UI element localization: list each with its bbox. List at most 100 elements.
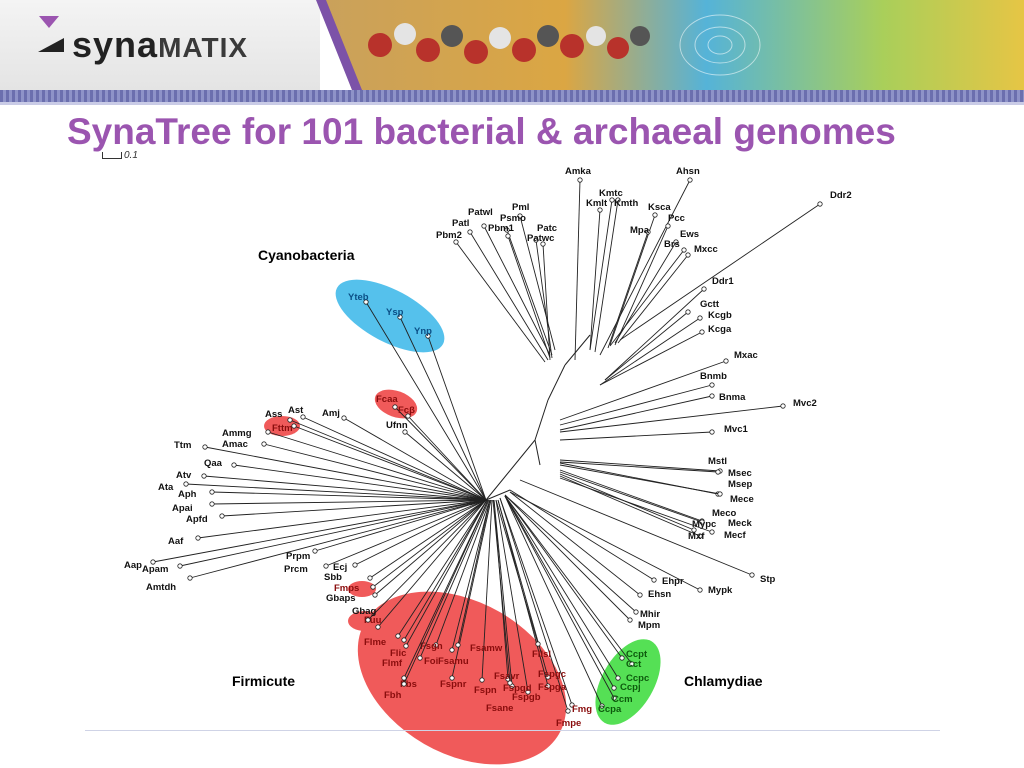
leaf-node-patwl xyxy=(481,223,487,229)
leaf-branch-fsamu xyxy=(451,499,491,651)
leaf-label-apfd: Apfd xyxy=(186,514,208,525)
cyanobacteria-ellipse xyxy=(335,279,445,353)
leaf-branch-prpm xyxy=(314,499,487,552)
leaf-branch-msec xyxy=(559,461,719,473)
leaf-node-foi xyxy=(417,655,423,661)
leaf-label-amj: Amj xyxy=(322,408,340,419)
leaf-branch-ynp xyxy=(427,335,487,501)
leaf-label-fsavr: Fsavr xyxy=(494,671,520,682)
leaf-branch-kcgb xyxy=(599,317,701,386)
molecule-chain xyxy=(368,23,650,64)
leaf-node-fttm xyxy=(291,423,297,429)
leaf-branch-amj xyxy=(343,417,487,501)
leaf-label-ynp: Ynp xyxy=(414,326,432,337)
leaf-node-flmf xyxy=(403,643,409,649)
leaf-label-pbm1: Pbm1 xyxy=(488,223,515,234)
leaf-label-kmtc: Kmtc xyxy=(599,188,623,199)
leaf-node-ehsn xyxy=(637,592,643,598)
leaf-label-msep: Msep xyxy=(728,479,752,490)
leaf-branch-bnmb xyxy=(559,384,713,426)
leaf-branch-flme xyxy=(397,499,488,637)
leaf-label-sbb: Sbb xyxy=(324,572,342,583)
leaf-branch-fbh xyxy=(403,499,489,685)
leaf-branch-mvc1 xyxy=(559,431,713,441)
leaf-node-ynp xyxy=(425,333,431,339)
firmicute-ellipse xyxy=(357,591,567,765)
leaf-node-fsane xyxy=(507,680,513,686)
leaf-branch-apam xyxy=(179,499,487,567)
leaf-label-fllsl: Fllsl xyxy=(532,649,551,660)
leaf-branch-fmg xyxy=(499,497,573,706)
leaf-node-patwc xyxy=(540,241,546,247)
leaf-node-atv xyxy=(201,473,207,479)
leaf-branch-ddr2 xyxy=(619,203,821,341)
leaf-branch-fmpe xyxy=(499,497,569,712)
leaf-node-fmpe xyxy=(565,708,571,714)
leaf-branch-apai xyxy=(211,499,487,505)
leaf-branch-gctt xyxy=(604,311,689,381)
leaf-node-fbs xyxy=(401,675,407,681)
leaf-branch-fmps xyxy=(372,499,487,588)
leaf-node-gctt xyxy=(685,309,691,315)
leaf-branch-kmtc xyxy=(589,199,613,351)
chlamydiae-ellipse xyxy=(595,639,661,725)
leaf-branch-fttm xyxy=(293,425,487,501)
leaf-label-ccpj: Ccpj xyxy=(620,682,641,693)
leaf-node-mxcc xyxy=(685,252,691,258)
leaf-node-psmo xyxy=(504,227,510,233)
leaf-node-fmg xyxy=(569,702,575,708)
leaf-node-mypk xyxy=(697,587,703,593)
leaf-branch-aaf xyxy=(197,499,487,539)
leaf-label-fuu: Fuu xyxy=(364,615,382,626)
leaf-node-fspgb xyxy=(525,689,531,695)
leaf-node-prcm xyxy=(323,563,329,569)
leaf-label-ddr1: Ddr1 xyxy=(712,276,734,287)
leaf-label-ysp: Ysp xyxy=(386,307,404,318)
leaf-node-amj xyxy=(341,415,347,421)
leaf-label-flmf: Flmf xyxy=(382,658,403,669)
leaf-branch-ksca xyxy=(609,214,656,346)
leaf-label-aph: Aph xyxy=(178,489,197,500)
leaf-label-fsamw: Fsamw xyxy=(470,643,503,654)
leaf-node-aaf xyxy=(195,535,201,541)
leaf-node-gbag xyxy=(365,617,371,623)
leaf-node-fsamw xyxy=(455,642,461,648)
leaf-node-amka xyxy=(577,177,583,183)
tree-branch xyxy=(534,439,541,466)
leaf-branch-prcm xyxy=(325,499,487,567)
synamatix-logo-icon xyxy=(38,16,64,52)
leaf-label-mxcc: Mxcc xyxy=(694,244,718,255)
leaf-branch-brs xyxy=(609,249,685,347)
fcaa-ellipse xyxy=(374,389,418,419)
leaf-branch-kmlt xyxy=(589,209,601,351)
leaf-node-fbh xyxy=(401,681,407,687)
leaf-branch-mpa xyxy=(607,231,649,349)
leaf-label-fbh: Fbh xyxy=(384,690,402,701)
leaf-node-ammg xyxy=(265,429,271,435)
leaf-label-fcaa: Fcaa xyxy=(376,394,398,405)
leaf-label-ews: Ews xyxy=(680,229,699,240)
group-label-cyanobacteria: Cyanobacteria xyxy=(258,247,355,263)
leaf-node-amac xyxy=(261,441,267,447)
leaf-label-fmps: Fmps xyxy=(334,583,359,594)
leaf-label-fsane: Fsane xyxy=(486,703,513,714)
leaf-branch-qaa xyxy=(233,464,487,501)
leaf-label-kcga: Kcga xyxy=(708,324,732,335)
leaf-node-ast xyxy=(300,414,306,420)
leaf-branch-cct xyxy=(504,495,633,665)
leaf-branch-meck xyxy=(559,471,703,523)
leaf-node-fcβ xyxy=(405,413,411,419)
leaf-label-fcβ: Fcβ xyxy=(398,405,415,416)
group-label-firmicute: Firmicute xyxy=(232,673,295,689)
leaf-node-ecj xyxy=(352,562,358,568)
leaf-label-mece: Mece xyxy=(730,494,754,505)
leaf-branch-patl xyxy=(469,231,549,361)
leaf-node-kmtc xyxy=(609,197,615,203)
leaf-label-kcgb: Kcgb xyxy=(708,310,732,321)
leaf-node-fspnr xyxy=(449,675,455,681)
leaf-branch-fsgn xyxy=(435,499,491,646)
leaf-branch-patwl xyxy=(483,225,551,356)
leaf-node-cct xyxy=(629,661,635,667)
leaf-label-fmg: Fmg xyxy=(572,704,592,715)
leaf-branch-ast xyxy=(302,416,487,501)
